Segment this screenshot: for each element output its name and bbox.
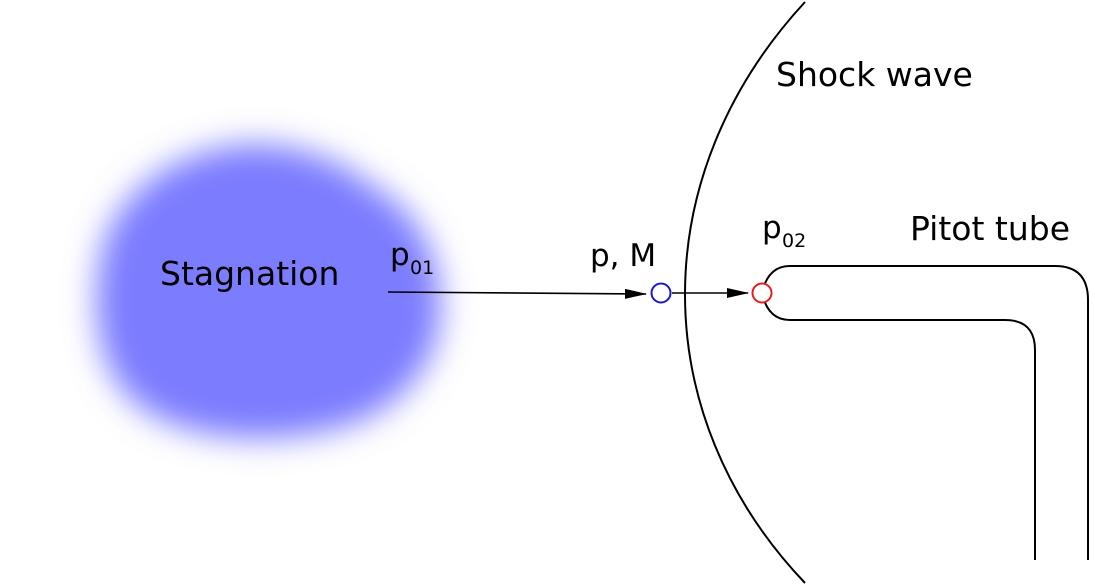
freestream-point-marker xyxy=(650,282,672,304)
shock-wave-curve xyxy=(684,1,806,584)
freestream-label: p, M xyxy=(590,238,656,274)
p01-base: p xyxy=(390,237,410,273)
pitot-stagnation-point-marker xyxy=(751,282,773,304)
pitot-tube-label: Pitot tube xyxy=(910,209,1070,248)
stagnation-label: Stagnation xyxy=(160,254,339,293)
p01-subscript: 01 xyxy=(410,257,434,279)
flow-arrow-1 xyxy=(387,288,647,299)
p01-label: p 01 xyxy=(390,237,434,279)
p02-label: p 02 xyxy=(762,210,806,252)
p02-base: p xyxy=(762,210,782,246)
shock-wave-label: Shock wave xyxy=(776,55,973,94)
stagnation-cloud xyxy=(96,144,441,439)
pitot-tube-outline xyxy=(760,265,1089,560)
p02-subscript: 02 xyxy=(782,230,806,252)
